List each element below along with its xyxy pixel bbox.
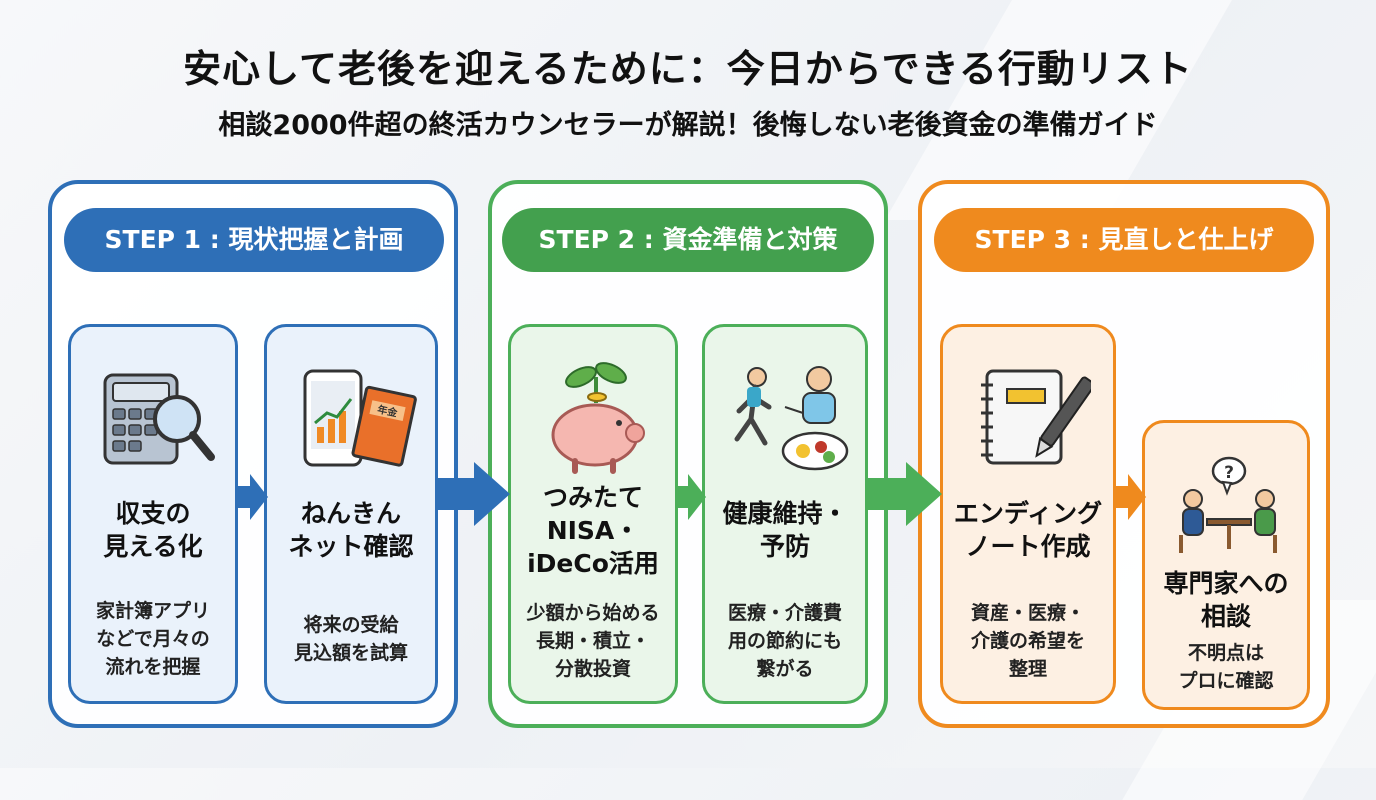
calculator-magnifier-icon: [103, 373, 215, 465]
card-nenkin-net: 年金 ねんきんネット確認 将来の受給見込額を試算: [264, 324, 438, 704]
card-description: 不明点はプロに確認: [1178, 642, 1274, 692]
card-health-prevention: 健康維持・予防 医療・介護費用の節約にも繋がる: [702, 324, 868, 704]
card-ending-note: エンディングノート作成 資産・医療・介護の希望を整理: [940, 324, 1116, 704]
arrow-right-icon: [236, 474, 268, 520]
card-title: 健康維持・予防: [722, 499, 848, 561]
step-1-label: STEP 1 : 現状把握と計画: [64, 208, 444, 272]
card-budget-visibility: 収支の見える化 家計簿アプリなどで月々の流れを把握: [68, 324, 238, 704]
page-title: 安心して老後を迎えるために：今日からできる行動リスト: [183, 47, 1193, 91]
card-description: 資産・医療・介護の希望を整理: [970, 602, 1085, 680]
consultation-icon: ?: [1179, 456, 1277, 553]
card-description: 医療・介護費用の節約にも繋がる: [727, 602, 842, 680]
card-description: 家計簿アプリなどで月々の流れを把握: [95, 600, 210, 678]
card-title: 収支の見える化: [103, 499, 203, 561]
arrow-right-icon: [866, 462, 942, 526]
book-label: 年金: [376, 403, 399, 420]
card-title: エンディングノート作成: [953, 499, 1103, 561]
smartphone-pension-book-icon: 年金: [303, 369, 417, 467]
card-expert-consultation: ? 専門家への相談 不明点はプロに確認: [1142, 420, 1310, 710]
card-title: ねんきんネット確認: [288, 499, 414, 561]
step-2-label: STEP 2 : 資金準備と対策: [502, 208, 874, 272]
card-title: 専門家への相談: [1163, 569, 1289, 631]
page-subtitle: 相談2000件超の終活カウンセラーが解説！後悔しない老後資金の準備ガイド: [218, 110, 1158, 141]
arrow-right-icon: [676, 474, 706, 520]
running-eating-icon: [734, 366, 849, 471]
card-description: 少額から始める長期・積立・分散投資: [526, 602, 660, 680]
arrow-right-icon: [1114, 474, 1146, 520]
piggy-bank-sprout-icon: [551, 362, 645, 474]
svg-text:?: ?: [1224, 463, 1234, 483]
arrow-right-icon: [436, 462, 510, 526]
step-3-label: STEP 3 : 見直しと仕上げ: [934, 208, 1314, 272]
card-description: 将来の受給見込額を試算: [293, 614, 408, 664]
notebook-pen-icon: [981, 369, 1091, 465]
